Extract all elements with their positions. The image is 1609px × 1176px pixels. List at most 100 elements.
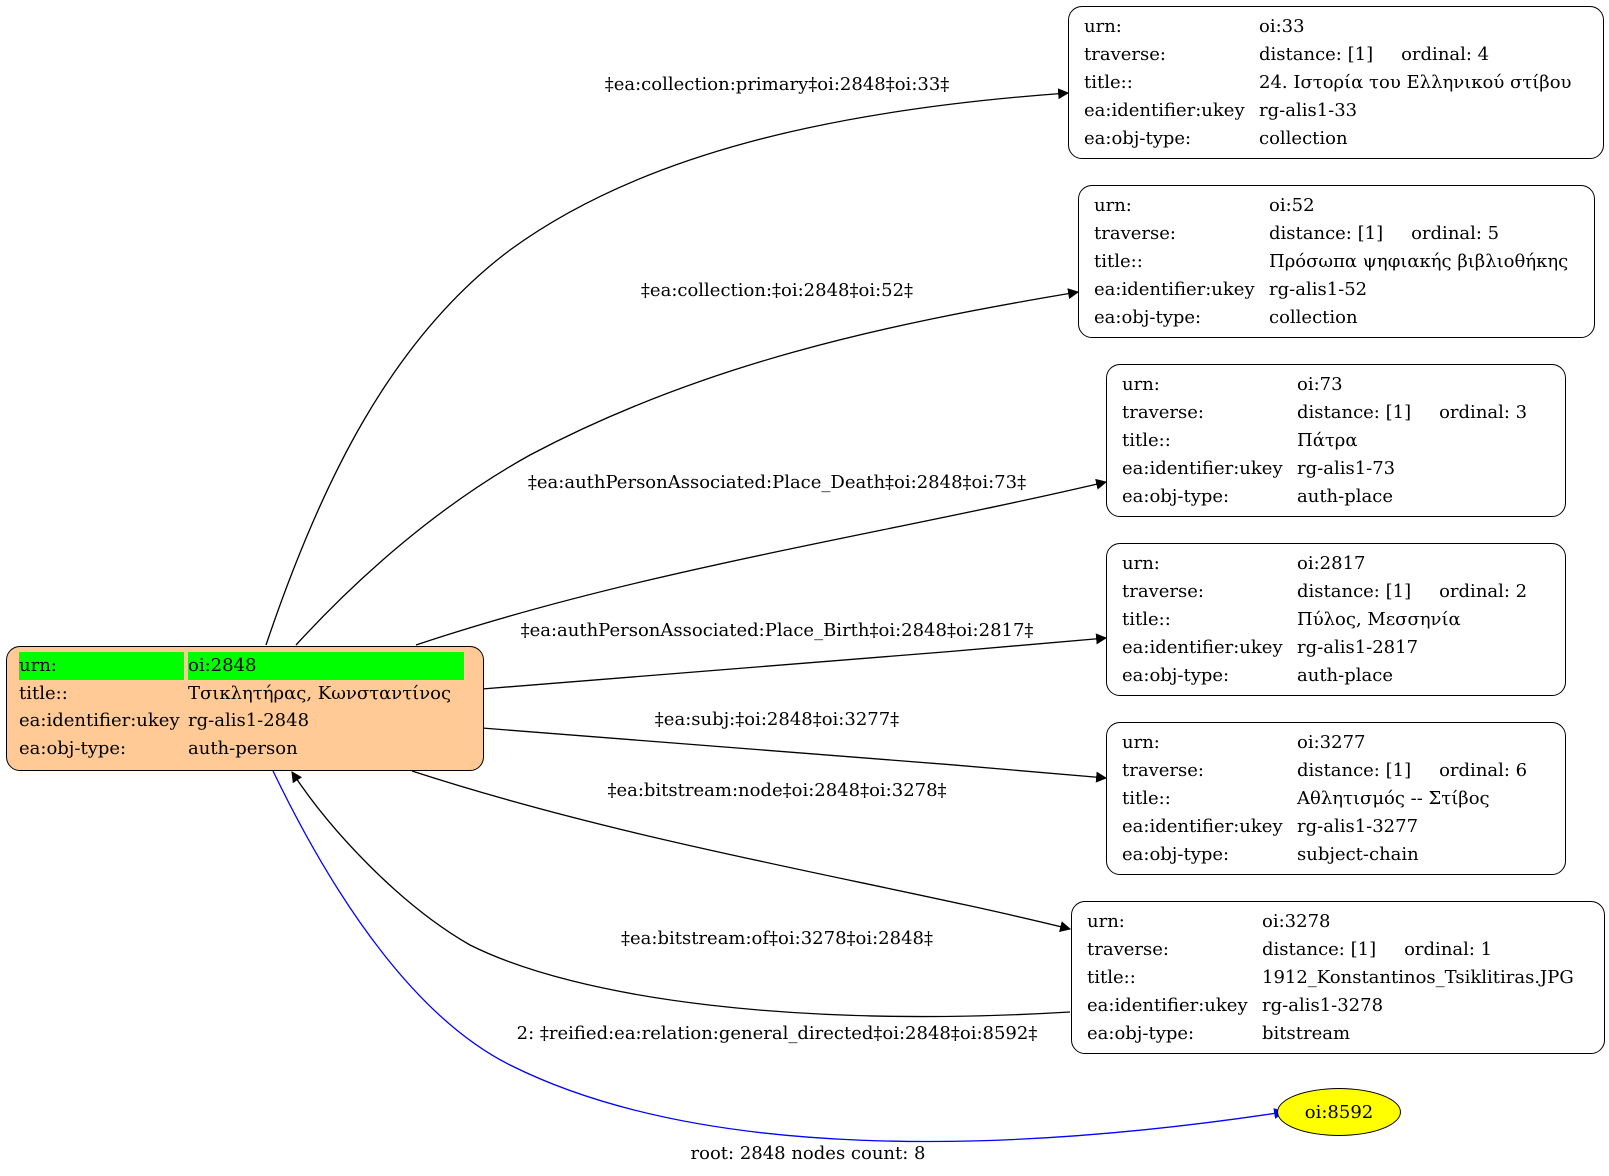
field-value: rg-alis1-2817 [1297,637,1419,658]
root-value: Τσικλητήρας, Κωνσταντίνος [188,682,452,704]
root-key: ea:identifier:ukey [19,710,180,731]
edge-bitstream-of [291,771,1071,1018]
field-label: traverse: [1122,402,1204,423]
field-value: rg-alis1-52 [1269,279,1368,300]
field-label: ea:obj-type: [1122,844,1230,865]
root-value: oi:2848 [188,652,464,680]
root-row-title: title:: Τσικλητήρας, Κωνσταντίνος [19,680,471,708]
row-urn: urn:oi:52 [1094,192,1579,220]
field-label: ea:obj-type: [1087,1023,1195,1044]
row-traverse: traverse:distance: [1]ordinal: 2 [1122,578,1550,606]
row-type: ea:obj-type: collection [1084,125,1588,153]
field-label: traverse: [1094,223,1176,244]
root-value: rg-alis1-2848 [188,710,310,731]
row-ukey: ea:identifier:ukey rg-alis1-3278 [1087,992,1589,1020]
row-traverse: traverse: distance: [1] ordinal: 3 [1122,399,1550,427]
root-row-type: ea:obj-type: auth-person [19,735,471,763]
field-value: auth-place [1297,665,1393,686]
node-oi-52[interactable]: urn:oi:52 traverse:distance: [1]ordinal:… [1078,185,1595,338]
field-label: ea:obj-type: [1122,486,1230,507]
edge-bitstream-node [411,770,1072,932]
node-oi-2817[interactable]: urn:oi:2817 traverse:distance: [1]ordina… [1106,543,1566,696]
node-oi-3278[interactable]: urn:oi:3278 traverse:distance: [1]ordina… [1071,901,1605,1054]
field-label: ea:identifier:ukey [1087,995,1248,1016]
row-type: ea:obj-type:collection [1094,304,1579,332]
field-value: 24. Ιστορία του Ελληνικού στίβου [1259,72,1572,93]
ordinal-value: ordinal: 3 [1439,402,1528,423]
field-value: auth-place [1297,486,1393,507]
ellipse-node-label: oi:8592 [1304,1101,1374,1123]
ordinal-value: ordinal: 1 [1404,939,1493,960]
row-urn: urn:oi:2817 [1122,550,1550,578]
row-urn: urn:oi:73 [1122,371,1550,399]
row-type: ea:obj-type: auth-place [1122,483,1550,511]
node-oi-33[interactable]: urn:oi:33 traverse: distance: [1] ordinal:… [1068,6,1604,159]
field-value: oi:73 [1297,374,1343,395]
root-row-ukey: ea:identifier:ukey rg-alis1-2848 [19,707,471,735]
edge-label-subj: ‡ea:subj:‡oi:2848‡oi:3277‡ [654,709,900,730]
node-oi-3277[interactable]: urn:oi:3277 traverse:distance: [1]ordina… [1106,722,1566,875]
field-value: 1912_Konstantinos_Tsiklitiras.JPG [1262,967,1574,988]
field-value: subject-chain [1297,844,1419,865]
field-label: traverse: [1084,44,1166,65]
edge-label-place-birth: ‡ea:authPersonAssociated:Place_Birth‡oi:… [520,620,1034,641]
field-value: rg-alis1-3277 [1297,816,1419,837]
field-label: urn: [1094,195,1132,216]
distance-value: distance: [1] [1262,939,1377,960]
row-title: title::Πύλος, Μεσσηνία [1122,606,1550,634]
edge-label-bitstream-node: ‡ea:bitstream:node‡oi:2848‡oi:3278‡ [607,780,947,801]
edge-place-death [415,478,1108,646]
field-label: ea:identifier:ukey [1122,816,1283,837]
row-traverse: traverse:distance: [1]ordinal: 1 [1087,936,1589,964]
edge-label-reified: 2: ‡reified:ea:relation:general_directed… [516,1023,1038,1044]
ordinal-value: ordinal: 4 [1401,44,1490,65]
field-label: title:: [1122,788,1171,809]
field-label: urn: [1122,553,1160,574]
distance-value: distance: [1] [1297,760,1412,781]
row-type: ea:obj-type: subject-chain [1122,841,1550,869]
row-urn: urn:oi:33 [1084,13,1588,41]
row-title: title::24. Ιστορία του Ελληνικού στίβου [1084,69,1588,97]
row-urn: urn:oi:3278 [1087,908,1589,936]
field-label: urn: [1087,911,1125,932]
field-label: ea:identifier:ukey [1094,279,1255,300]
edge-label-place-death: ‡ea:authPersonAssociated:Place_Death‡oi:… [527,472,1027,493]
field-value: Αθλητισμός -- Στίβος [1297,788,1490,809]
field-label: title:: [1122,430,1171,451]
distance-value: distance: [1] [1269,223,1384,244]
distance-value: distance: [1] [1297,402,1412,423]
graph-footer: root: 2848 nodes count: 8 [690,1143,926,1164]
root-key: urn: [19,652,184,680]
field-label: traverse: [1122,760,1204,781]
root-row-urn: urn: oi:2848 [19,652,471,680]
node-oi-73[interactable]: urn:oi:73 traverse: distance: [1] ordinal:… [1106,364,1566,517]
field-label: ea:identifier:ukey [1122,458,1283,479]
field-label: ea:identifier:ukey [1122,637,1283,658]
row-title: title::1912_Konstantinos_Tsiklitiras.JPG [1087,964,1589,992]
row-traverse: traverse: distance: [1] ordinal: 6 [1122,757,1550,785]
row-type: ea:obj-type: auth-place [1122,662,1550,690]
field-label: ea:obj-type: [1122,665,1230,686]
field-value: Πάτρα [1297,430,1358,451]
field-label: urn: [1084,16,1122,37]
row-ukey: ea:identifier:ukey rg-alis1-2817 [1122,634,1550,662]
ordinal-value: ordinal: 6 [1439,760,1528,781]
field-label: ea:obj-type: [1084,128,1192,149]
field-value: rg-alis1-3278 [1262,995,1384,1016]
edge-subj [481,727,1108,783]
field-value: bitstream [1262,1023,1351,1044]
field-value: collection [1259,128,1348,149]
distance-value: distance: [1] [1259,44,1374,65]
ellipse-node-oi-8592[interactable]: oi:8592 [1277,1088,1401,1136]
field-label: traverse: [1122,581,1204,602]
root-node[interactable]: urn: oi:2848 title:: Τσικλητήρας, Κωνστα… [6,646,484,771]
field-label: title:: [1094,251,1143,272]
edge-place-birth [481,633,1108,690]
field-value: oi:3277 [1297,732,1366,753]
root-key: ea:obj-type: [19,737,127,759]
edge-collection-primary [265,88,1070,646]
row-ukey: ea:identifier:ukey rg-alis1-3277 [1122,813,1550,841]
